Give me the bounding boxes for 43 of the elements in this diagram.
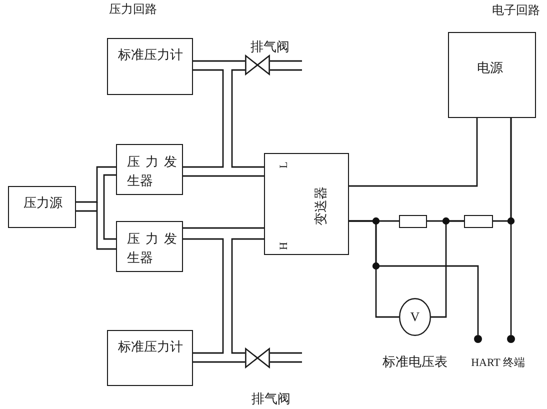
terminal-dot xyxy=(474,335,482,343)
pipe-line xyxy=(183,238,224,354)
pipe-line xyxy=(231,238,264,354)
section-heading: 电子回路 xyxy=(492,2,540,18)
transmitter-box xyxy=(264,153,349,255)
wire xyxy=(431,220,464,318)
pipe-line xyxy=(75,166,117,208)
gauge-box xyxy=(107,38,193,95)
pipe-line xyxy=(75,201,117,250)
resistor-symbol xyxy=(399,215,427,228)
pipe-line xyxy=(193,361,245,363)
valve-label: 排气阀 xyxy=(252,391,290,407)
box-label: 压力发生器 xyxy=(127,153,177,190)
box-label: 变送器 xyxy=(313,186,329,226)
box-label: 标准压力计 xyxy=(118,339,183,355)
voltmeter-caption: 标准电压表 xyxy=(382,354,448,370)
terminal-caption: HART 终端 xyxy=(471,356,525,371)
power-supply-box xyxy=(448,32,536,118)
pipe-line xyxy=(231,69,264,168)
pipe-line xyxy=(193,60,245,62)
wire xyxy=(349,220,479,335)
section-heading: 压力回路 xyxy=(109,1,157,17)
pipe-line xyxy=(269,352,303,363)
generator-box xyxy=(116,144,183,195)
resistor-symbol xyxy=(464,215,493,228)
valve-label: 排气阀 xyxy=(250,39,290,55)
port-label: L xyxy=(277,162,291,168)
terminal-dot xyxy=(507,335,515,343)
pipe-line xyxy=(183,69,224,168)
box-label: 压力源 xyxy=(24,195,62,211)
pipe-line xyxy=(183,175,264,177)
port-label: H xyxy=(277,242,291,250)
wire xyxy=(510,118,512,335)
box-label: 标准压力计 xyxy=(118,47,183,63)
source-box xyxy=(8,186,76,228)
box-label: 压力发生器 xyxy=(127,230,177,267)
box-label: 电源 xyxy=(477,60,503,76)
wire xyxy=(349,118,478,187)
pipe-line xyxy=(183,227,264,229)
gauge-box xyxy=(107,330,193,386)
generator-box xyxy=(116,221,183,272)
pipe-line xyxy=(269,60,303,71)
meter-letter: V xyxy=(410,309,420,325)
